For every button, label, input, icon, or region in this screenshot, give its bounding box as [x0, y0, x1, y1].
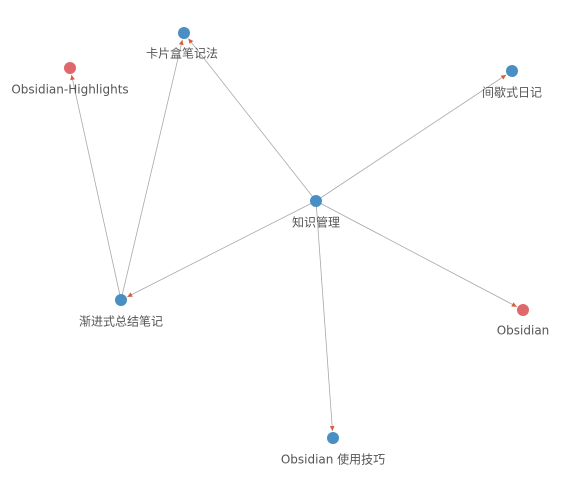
node-label: Obsidian-Highlights — [11, 83, 128, 97]
node-label: Obsidian 使用技巧 — [281, 452, 385, 467]
node-dot[interactable] — [64, 62, 76, 74]
node-label: 渐进式总结笔记 — [79, 314, 163, 329]
arrowhead-card — [188, 38, 194, 44]
edge-knowledge-card — [188, 38, 317, 202]
graph-node-progressive[interactable]: 渐进式总结笔记 — [79, 294, 163, 329]
node-label: 间歇式日记 — [482, 86, 542, 100]
arrowhead-highlights — [70, 74, 75, 81]
edge-progressive-card — [120, 39, 183, 301]
graph-node-highlights[interactable]: Obsidian-Highlights — [11, 62, 129, 97]
edge-knowledge-obsidian — [315, 200, 517, 308]
graph-node-card[interactable]: 卡片盒笔记法 — [146, 27, 218, 61]
arrowhead-progressive — [127, 292, 133, 297]
node-label: 卡片盒笔记法 — [146, 46, 218, 61]
arrowhead-diary — [500, 74, 507, 80]
node-dot[interactable] — [506, 65, 518, 77]
node-dot[interactable] — [327, 432, 339, 444]
arrowhead-tips — [329, 425, 335, 432]
graph-node-diary[interactable]: 间歇式日记 — [482, 65, 542, 100]
arrowhead-obsidian — [511, 302, 517, 307]
node-dot[interactable] — [178, 27, 190, 39]
edge-knowledge-tips — [315, 200, 333, 432]
edge-knowledge-diary — [315, 74, 507, 202]
graph-node-obsidian[interactable]: Obsidian — [497, 304, 550, 338]
node-label: Obsidian — [497, 324, 550, 338]
node-layer: 知识管理 卡片盒笔记法 Obsidian-Highlights 间歇式日记渐进式总结笔… — [11, 27, 549, 467]
edge-layer — [70, 38, 517, 432]
node-dot[interactable] — [310, 195, 322, 207]
node-dot[interactable] — [115, 294, 127, 306]
graph-node-knowledge[interactable]: 知识管理 — [292, 195, 340, 230]
node-dot[interactable] — [517, 304, 529, 316]
node-label: 知识管理 — [292, 215, 340, 230]
graph-node-tips[interactable]: Obsidian 使用技巧 — [281, 432, 385, 467]
arrowhead-card — [178, 39, 184, 46]
edge-knowledge-progressive — [127, 200, 317, 298]
edge-progressive-highlights — [71, 74, 122, 301]
